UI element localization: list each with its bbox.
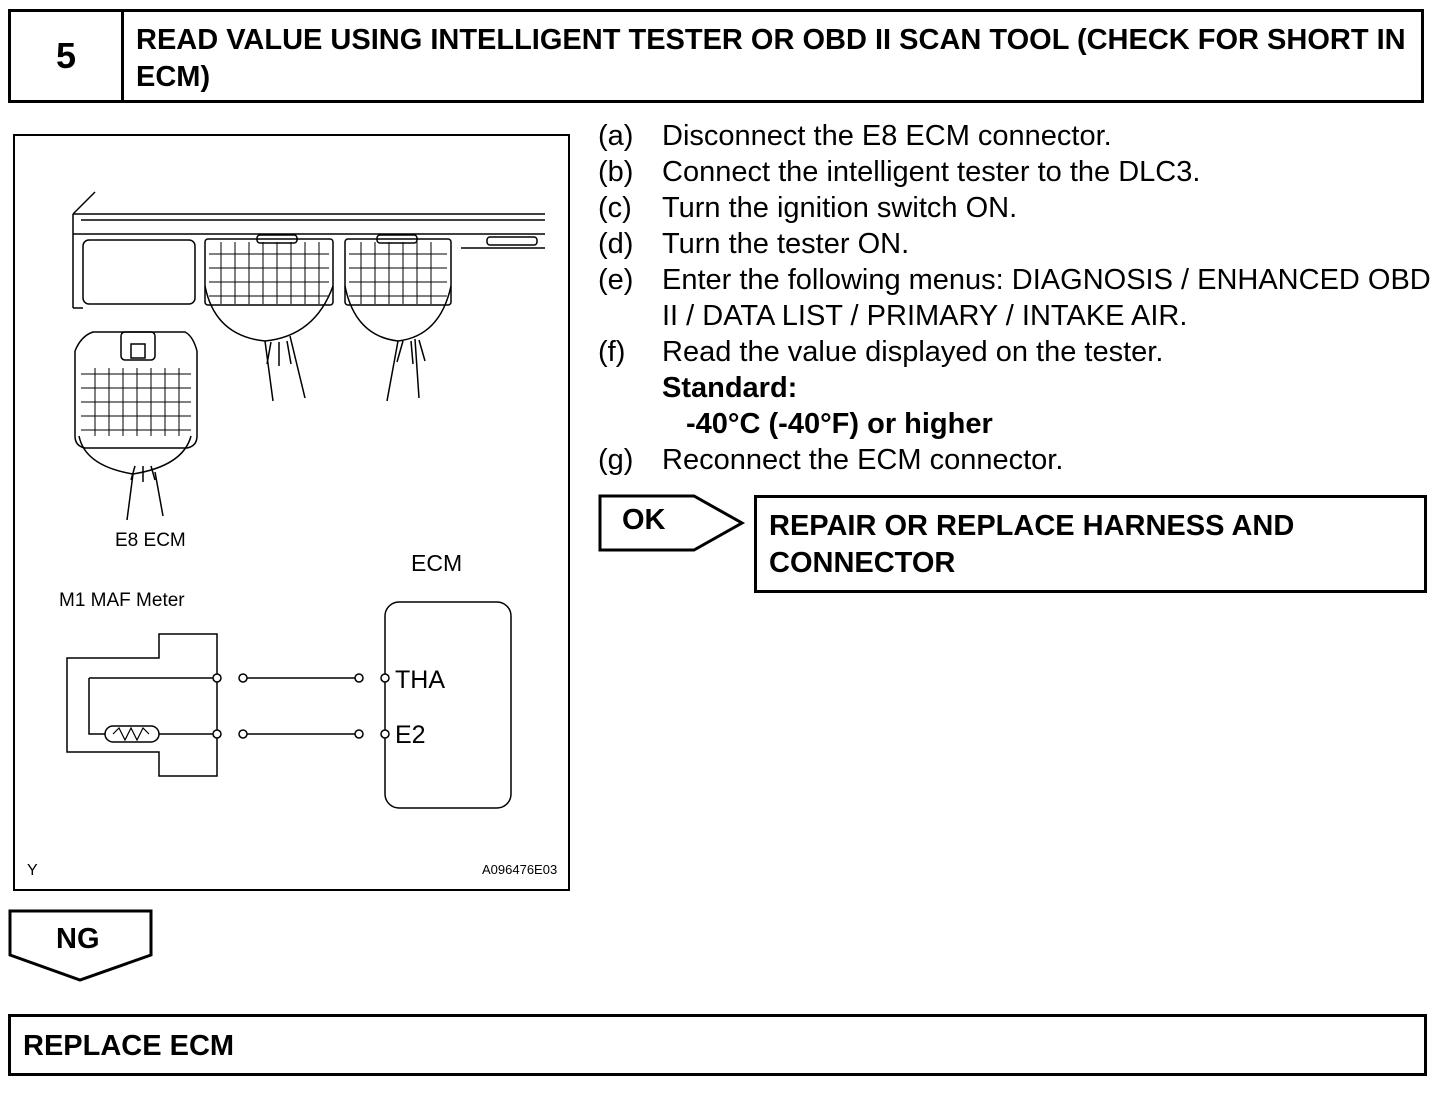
instruction-item: (f) Read the value displayed on the test… <box>598 334 1438 370</box>
connector-label: E8 ECM <box>115 530 186 551</box>
instruction-letter: (a) <box>598 120 634 152</box>
right-arrow-icon <box>598 494 746 552</box>
e8-connector-drawing <box>74 331 198 521</box>
instruction-text: Reconnect the ECM connector. <box>662 444 1064 476</box>
ecm-housing-drawing <box>72 191 545 402</box>
instruction-item: (a) Disconnect the E8 ECM connector. <box>598 118 1438 154</box>
instruction-list: (a) Disconnect the E8 ECM connector. (b)… <box>598 118 1438 478</box>
instruction-letter: (g) <box>598 444 634 476</box>
instruction-text: Connect the intelligent tester to the DL… <box>662 156 1201 188</box>
ng-result-box: REPLACE ECM <box>8 1014 1427 1076</box>
instruction-letter: (d) <box>598 228 634 260</box>
wiring-diagram <box>66 191 545 809</box>
ok-arrow-tag: OK <box>598 494 746 552</box>
instruction-text: Enter the following menus: DIAGNOSIS / E… <box>662 264 1431 332</box>
instruction-item: (g) Reconnect the ECM connector. <box>598 442 1438 478</box>
instruction-text: Turn the tester ON. <box>662 228 910 260</box>
sensor-label: M1 MAF Meter <box>59 590 185 611</box>
instruction-letter: (e) <box>598 264 634 296</box>
ng-label: NG <box>56 923 100 955</box>
instruction-letter: (c) <box>598 192 632 224</box>
ok-label: OK <box>622 504 666 536</box>
ecm-block <box>384 601 512 809</box>
instruction-item: (d) Turn the tester ON. <box>598 226 1438 262</box>
instruction-item: (b) Connect the intelligent tester to th… <box>598 154 1438 190</box>
down-arrow-icon <box>8 909 153 982</box>
pin-tha-label: THA <box>395 666 445 694</box>
ok-result-box: REPAIR OR REPLACE HARNESS AND CONNECTOR <box>754 495 1427 593</box>
instruction-letter: (b) <box>598 156 634 188</box>
corner-mark: Y <box>27 862 38 879</box>
step-header: 5 READ VALUE USING INTELLIGENT TESTER OR… <box>8 9 1424 103</box>
step-number: 5 <box>11 12 124 100</box>
instruction-item: (c) Turn the ignition switch ON. <box>598 190 1438 226</box>
connector-figure: E8 ECM ECM M1 MAF Meter THA E2 Y A096476… <box>13 134 570 891</box>
instruction-item: (e) Enter the following menus: DIAGNOSIS… <box>598 262 1438 334</box>
maf-meter-body <box>66 633 218 777</box>
ecm-label: ECM <box>411 550 463 576</box>
ng-arrow-tag: NG <box>8 909 154 983</box>
standard-label: Standard: <box>662 372 798 404</box>
instruction-text: Read the value displayed on the tester. <box>662 336 1164 368</box>
step-title: READ VALUE USING INTELLIGENT TESTER OR O… <box>136 24 1406 93</box>
pin-e2-label: E2 <box>395 721 426 749</box>
instruction-text: Turn the ignition switch ON. <box>662 192 1018 224</box>
instruction-text: Disconnect the E8 ECM connector. <box>662 120 1112 152</box>
instruction-letter: (f) <box>598 336 626 368</box>
standard-value: -40°C (-40°F) or higher <box>686 408 993 440</box>
figure-id: A096476E03 <box>482 862 558 877</box>
